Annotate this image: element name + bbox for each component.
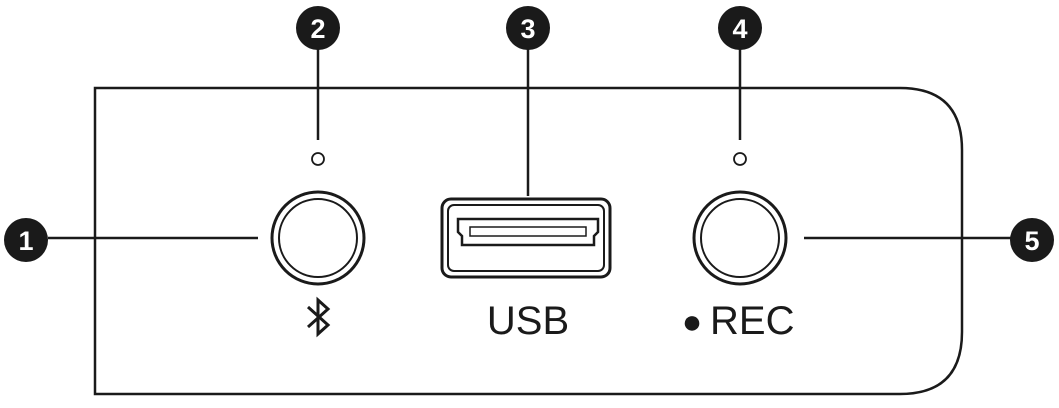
callout-4-number: 4 xyxy=(732,14,747,44)
bluetooth-icon xyxy=(306,296,331,338)
callout-3: 3 xyxy=(506,6,550,50)
rec-label: REC xyxy=(710,299,794,343)
callout-5-number: 5 xyxy=(1024,226,1039,256)
rec-dot: ● xyxy=(682,303,703,341)
rec-button[interactable] xyxy=(692,190,788,286)
callout-5: 5 xyxy=(1010,218,1054,262)
usb-port[interactable] xyxy=(440,197,612,279)
callout-2: 2 xyxy=(296,6,340,50)
callout-1-number: 1 xyxy=(18,226,33,256)
bluetooth-indicator-led xyxy=(311,152,325,166)
usb-label: USB xyxy=(487,299,569,343)
panel-outline xyxy=(93,86,964,396)
callout-1: 1 xyxy=(4,218,48,262)
callout-4: 4 xyxy=(718,6,762,50)
rec-indicator-led xyxy=(733,152,747,166)
callout-2-number: 2 xyxy=(310,14,325,44)
bluetooth-button[interactable] xyxy=(270,190,366,286)
callout-3-number: 3 xyxy=(520,14,535,44)
